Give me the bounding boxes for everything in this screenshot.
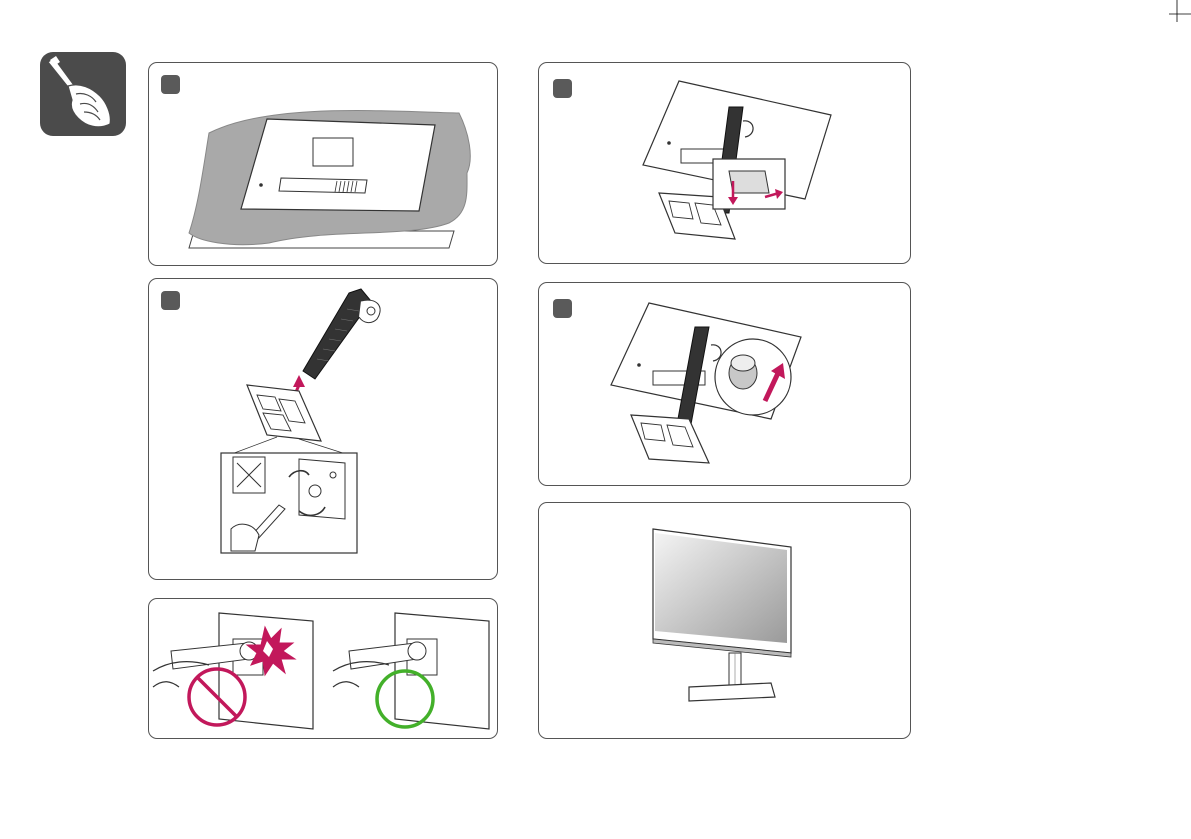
assembled-monitor-illustration bbox=[539, 503, 911, 739]
monitor-face-down-illustration bbox=[149, 63, 498, 266]
stand-assembly-illustration bbox=[149, 279, 498, 580]
step-1-panel bbox=[148, 62, 498, 266]
cable-caution-panel bbox=[148, 598, 498, 739]
result-panel bbox=[538, 502, 911, 739]
attach-stand-illustration bbox=[539, 63, 911, 264]
step-2-panel bbox=[148, 278, 498, 580]
step-3-panel bbox=[538, 62, 911, 264]
remove-lock-pin-illustration bbox=[539, 283, 911, 486]
cable-routing-illustration bbox=[149, 599, 498, 739]
step-4-panel bbox=[538, 282, 911, 486]
screwdriver-hand-icon bbox=[40, 52, 126, 136]
